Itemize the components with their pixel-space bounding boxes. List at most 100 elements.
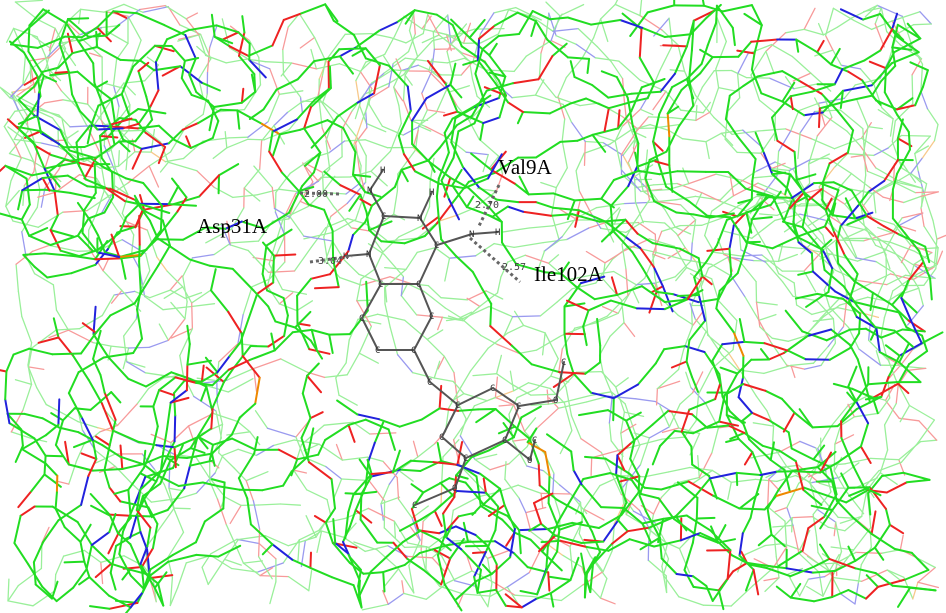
protein-bond <box>287 575 310 592</box>
protein-bond <box>556 288 573 303</box>
protein-bond <box>835 242 840 265</box>
protein-bond <box>651 192 667 212</box>
protein-side-bond <box>426 109 446 114</box>
protein-bond <box>771 167 791 172</box>
protein-bond <box>811 516 830 528</box>
protein-bond <box>528 225 554 229</box>
protein-side-bond <box>454 599 463 612</box>
protein-bond <box>166 487 186 511</box>
protein-bond <box>872 182 895 195</box>
protein-bond <box>324 115 339 135</box>
protein-side-bond <box>789 191 805 209</box>
protein-bond <box>893 329 914 348</box>
protein-bond <box>13 514 22 545</box>
protein-bond <box>271 543 294 561</box>
protein-bond <box>800 203 827 206</box>
protein-side-bond <box>304 162 324 174</box>
protein-bond <box>61 117 68 141</box>
protein-bond <box>896 104 917 111</box>
protein-bond <box>257 556 273 580</box>
protein-bond <box>875 327 881 354</box>
protein-bond <box>787 335 806 342</box>
protein-bond <box>795 38 819 54</box>
protein-bond <box>797 241 813 255</box>
protein-bond <box>797 204 821 207</box>
protein-bond <box>608 472 633 481</box>
protein-bond <box>510 344 533 366</box>
protein-bond <box>538 52 542 78</box>
protein-bond <box>144 295 164 311</box>
protein-bond <box>515 6 542 21</box>
protein-bond <box>86 195 110 212</box>
protein-bond <box>551 186 557 215</box>
protein-bond <box>807 515 826 530</box>
protein-bond <box>857 564 862 584</box>
protein-bond <box>637 221 656 235</box>
protein-bond <box>691 413 709 429</box>
protein-bond <box>452 380 465 395</box>
protein-bond <box>690 445 694 466</box>
protein-bond <box>403 552 421 566</box>
protein-bond <box>483 61 500 82</box>
protein-bond <box>432 31 436 50</box>
protein-side-bond <box>886 356 902 367</box>
protein-bond <box>460 45 486 63</box>
protein-bond <box>427 13 440 36</box>
protein-bond <box>827 526 846 532</box>
protein-bond <box>102 270 123 292</box>
protein-bond <box>195 381 214 387</box>
protein-bond <box>365 280 369 312</box>
protein-bond <box>69 191 96 200</box>
protein-bond <box>636 116 650 131</box>
protein-bond <box>585 395 609 403</box>
protein-bond <box>224 496 242 507</box>
protein-bond <box>793 83 819 90</box>
protein-bond <box>607 92 633 99</box>
protein-bond <box>110 345 130 349</box>
protein-bond <box>273 331 294 352</box>
protein-bond <box>248 58 267 79</box>
protein-bond <box>770 533 786 548</box>
protein-bond <box>844 457 872 465</box>
protein-bond <box>510 383 532 396</box>
protein-bond <box>31 244 50 252</box>
protein-side-bond <box>807 213 828 227</box>
protein-bond <box>127 488 132 519</box>
protein-bond <box>847 589 867 600</box>
protein-side-bond <box>751 216 773 221</box>
protein-bond <box>757 128 787 132</box>
protein-side-bond <box>488 42 498 57</box>
protein-bond <box>49 234 79 246</box>
protein-bond <box>692 371 704 394</box>
protein-bond <box>185 363 189 392</box>
protein-bond <box>376 549 400 570</box>
protein-bond <box>677 104 695 128</box>
protein-bond <box>574 285 596 301</box>
protein-bond <box>190 93 210 102</box>
protein-side-bond <box>73 438 94 449</box>
protein-bond <box>730 478 757 483</box>
protein-bond <box>641 517 665 525</box>
protein-bond <box>471 78 478 97</box>
protein-bond <box>54 444 70 466</box>
protein-bond <box>41 174 69 179</box>
protein-bond <box>855 316 878 330</box>
protein-bond <box>835 499 855 519</box>
protein-side-bond <box>594 133 616 142</box>
protein-bond <box>443 117 454 134</box>
protein-bond <box>347 493 355 514</box>
protein-bond <box>695 111 711 122</box>
protein-bond <box>718 300 738 322</box>
protein-bond <box>550 15 561 42</box>
protein-bond <box>890 51 920 65</box>
protein-bond <box>614 140 623 171</box>
protein-bond <box>232 345 252 370</box>
protein-bond <box>427 284 442 299</box>
protein-bond <box>616 501 628 523</box>
protein-bond <box>145 371 173 388</box>
protein-bond <box>774 213 801 222</box>
protein-bond <box>410 491 425 510</box>
protein-bond <box>253 165 273 189</box>
protein-bond <box>629 457 641 478</box>
protein-bond <box>880 317 886 337</box>
